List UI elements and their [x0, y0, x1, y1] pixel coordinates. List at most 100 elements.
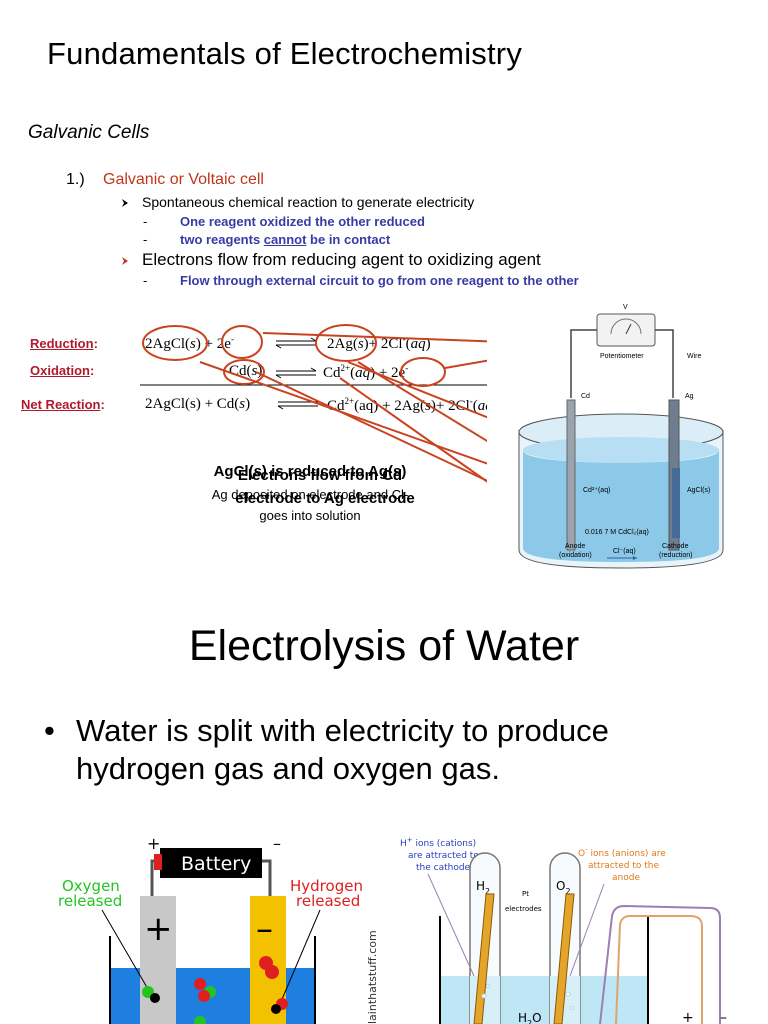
- label-cd-ion: Cd²⁺(aq): [583, 487, 610, 494]
- eq-part: Cd: [323, 365, 341, 381]
- bullet-text: Water is split with electricity to produ…: [76, 713, 609, 786]
- bullet-dot: •: [44, 713, 55, 748]
- label-anode: Anode: [565, 543, 585, 550]
- eq-part: ) + 2e: [370, 365, 406, 381]
- cations-label-line1: H+ ions (cations): [400, 836, 476, 849]
- plus-terminal: +: [682, 1010, 694, 1024]
- detail-line: - Flow through external circuit to go fro…: [143, 273, 579, 288]
- battery-minus: –: [273, 834, 281, 853]
- galvanic-cell-diagram: V Potentiometer Wire Cd Ag Cd²⁺(aq) AgCl…: [487, 300, 768, 578]
- hydrogen-label-line1: Hydrogen: [290, 877, 363, 895]
- battery-body: [160, 848, 262, 878]
- colon: :: [100, 397, 105, 412]
- label-potentiometer: Potentiometer: [600, 353, 644, 360]
- label-ag: Ag: [685, 393, 694, 400]
- eq-italic: s: [251, 363, 258, 379]
- label-cathode: Cathode: [662, 543, 689, 550]
- dash: -: [143, 273, 148, 288]
- eq-sup: -: [230, 334, 234, 344]
- list-item-title: Galvanic or Voltaic cell: [103, 171, 264, 188]
- eq-part: (: [472, 398, 478, 414]
- net-reaction-label: Net Reaction: [21, 397, 101, 412]
- detail-line: - two reagents cannot be in contact: [143, 232, 390, 247]
- anions-label-line2: attracted to the: [588, 861, 660, 871]
- pt-label-line1: Pt: [522, 890, 529, 898]
- page-title: Fundamentals of Electrochemistry: [47, 36, 523, 71]
- cations-label-line2: are attracted to: [408, 851, 479, 861]
- eq-sup: 2+: [344, 396, 355, 406]
- dash: -: [143, 232, 148, 247]
- eq-italic: s: [425, 398, 431, 414]
- gas-bubbles: [142, 956, 288, 1024]
- cathode-electrode: [473, 893, 495, 1024]
- label-solution: 0.016 7 M CdCl₂(aq): [585, 529, 649, 536]
- hydrogen-label-line2: released: [296, 892, 360, 910]
- anode-plus: +: [144, 909, 173, 949]
- section-subtitle: Galvanic Cells: [28, 122, 150, 143]
- eq-part: Cd: [327, 398, 345, 414]
- detail-text-underlined: cannot: [263, 232, 307, 247]
- overlap-caption-2a: Ag deposited on electrode and Cl-: [211, 487, 409, 502]
- reduction-label-row: Reduction:: [30, 335, 98, 353]
- label-cl-ion: Cl⁻(aq): [613, 548, 636, 555]
- label-cathode-sub: (reduction): [659, 552, 692, 559]
- eq-part: ): [245, 396, 251, 412]
- cathode-minus: –: [256, 909, 273, 949]
- anode-electrode: [140, 896, 176, 1024]
- equilibrium-arrow-icon: [275, 337, 319, 410]
- oxidation-label: Oxidation: [30, 363, 90, 378]
- overlap-caption-3: goes into solution: [259, 508, 361, 523]
- electrolysis-diagram-left: Battery + – + – Oxygen released Hydrogen…: [58, 834, 379, 1024]
- overlap-caption-2b: electrode to Ag electrode: [235, 490, 415, 507]
- overlap-caption-1a: AgCl(s) is reduced to Ag(s): [213, 463, 407, 480]
- battery-plus: +: [147, 834, 160, 853]
- net-reaction-label-row: Net Reaction:: [21, 396, 105, 414]
- battery-terminal: [154, 854, 162, 870]
- watermark: lainthatstuff.com: [366, 930, 379, 1024]
- eq-italic: s: [357, 336, 364, 352]
- anions-label-line1: O- ions (anions) are: [578, 846, 666, 859]
- detail-text-pre: two reagents: [180, 232, 264, 247]
- eq-part: (aq) + 2Ag(: [354, 398, 426, 414]
- arrowhead-bullet-icon: [122, 199, 128, 207]
- eq-part: )+ 2Cl: [363, 336, 403, 352]
- cations-label-line3: the cathode: [416, 863, 471, 873]
- eq-sup: -: [469, 396, 473, 406]
- arrowhead-bullet-icon: [122, 257, 128, 265]
- eq-sup: 2+: [340, 363, 351, 373]
- net-equation-right: Cd2+(aq) + 2Ag(s)+ 2Cl-(aq): [327, 396, 498, 415]
- gas-bubbles: [481, 984, 574, 1010]
- bullet-text: Electrons flow from reducing agent to ox…: [142, 250, 541, 269]
- eq-part: ): [257, 363, 263, 379]
- eq-part: 2Ag(: [327, 336, 358, 352]
- eq-part: 2AgCl(s) + Cd(: [145, 396, 240, 412]
- reduction-label: Reduction: [30, 336, 94, 351]
- oxygen-label-line2: released: [58, 892, 122, 910]
- o2-label: O2: [556, 879, 571, 896]
- label-anode-sub: (oxidation): [559, 552, 592, 559]
- colon: :: [89, 363, 95, 378]
- detail-line: -One reagent oxidized the other reduced: [143, 214, 425, 229]
- list-number: 1.): [66, 171, 85, 188]
- eq-part: )+ 2Cl: [430, 398, 470, 414]
- detail-text-post: be in contact: [306, 232, 391, 247]
- section-title: Electrolysis of Water: [188, 622, 580, 670]
- label-v: V: [623, 304, 628, 311]
- eq-part: 2AgCl(: [145, 336, 190, 352]
- anode-electrode: [553, 893, 575, 1024]
- label-agcl: AgCl(s): [687, 487, 710, 494]
- oxidation-label-row: Oxidation:: [30, 362, 94, 380]
- eq-italic: aq: [410, 336, 426, 352]
- anions-label-line3: anode: [612, 873, 640, 883]
- pt-label-line2: electrodes: [505, 905, 542, 913]
- highlight-ellipses: [142, 324, 446, 387]
- battery-label: Battery: [181, 853, 251, 875]
- minus-terminal: –: [720, 1010, 727, 1024]
- h2-label: H2: [476, 879, 490, 896]
- eq-italic: s: [239, 396, 246, 412]
- label-cd: Cd: [581, 393, 590, 400]
- label-wire: Wire: [687, 353, 701, 360]
- detail-text: Flow through external circuit to go from…: [180, 273, 579, 288]
- eq-sup: -: [405, 363, 409, 373]
- h2o-label: H2O: [518, 1011, 542, 1024]
